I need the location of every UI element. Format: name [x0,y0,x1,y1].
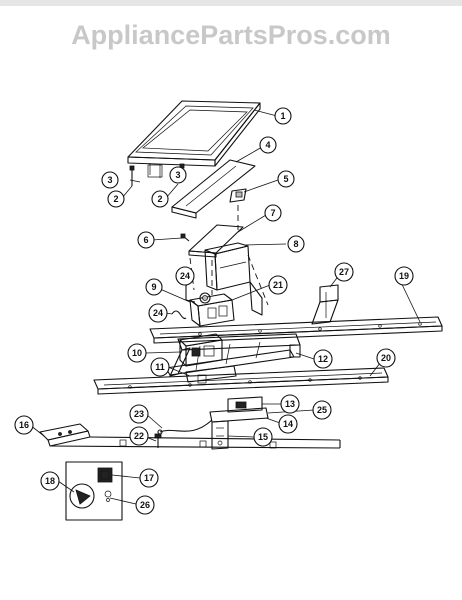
callout-4: 4 [259,136,277,154]
svg-text:4: 4 [265,140,270,150]
svg-text:17: 17 [144,473,154,483]
callout-11: 11 [150,357,170,377]
callout-25: 25 [312,400,332,420]
callout-9: 9 [145,278,163,296]
svg-text:2: 2 [113,194,118,204]
watermark-text: AppliancePartsPros.com [71,20,391,50]
svg-text:1: 1 [280,111,285,121]
callout-15: 15 [253,427,273,447]
svg-text:5: 5 [283,174,288,184]
svg-text:11: 11 [155,362,165,372]
svg-text:7: 7 [270,208,275,218]
svg-text:13: 13 [285,399,295,409]
svg-text:21: 21 [273,280,283,290]
svg-text:9: 9 [151,282,156,292]
callout-5: 5 [277,170,295,188]
svg-text:19: 19 [399,271,409,281]
callout-19: 19 [394,266,414,286]
callout-16: 16 [14,415,34,435]
svg-text:25: 25 [317,405,327,415]
svg-text:15: 15 [258,432,268,442]
callout-2b: 2 [151,190,169,208]
callout-13: 13 [280,394,300,414]
callout-3a: 3 [101,171,119,189]
part-knob-box [65,461,123,521]
svg-text:14: 14 [283,419,293,429]
svg-text:18: 18 [45,476,55,486]
callout-14: 14 [278,414,298,434]
svg-text:16: 16 [19,420,29,430]
svg-text:23: 23 [134,409,144,419]
part-lower-rail [93,367,389,395]
leader-lines [29,109,421,505]
svg-text:24: 24 [153,308,163,318]
callout-22: 22 [129,426,149,446]
callout-7: 7 [264,204,282,222]
callout-17: 17 [139,468,159,488]
callout-6: 6 [137,231,155,249]
svg-text:12: 12 [318,354,328,364]
svg-text:22: 22 [134,431,144,441]
svg-text:10: 10 [132,348,142,358]
part-upper-rail [149,316,443,344]
svg-text:3: 3 [175,170,180,180]
top-edge-strip [0,0,462,6]
svg-text:6: 6 [143,235,148,245]
svg-text:8: 8 [293,239,298,249]
callout-27: 27 [334,262,354,282]
callout-3b: 3 [169,166,187,184]
callout-1: 1 [274,107,292,125]
part-control-block [179,333,223,367]
part-relay-bracket [209,396,269,450]
alignment-lines [189,205,269,306]
part-switch-assembly [171,285,235,327]
callout-24b: 24 [148,303,168,323]
callout-18: 18 [40,471,60,491]
svg-text:24: 24 [180,271,190,281]
callout-2a: 2 [107,190,125,208]
part-side-bracket [311,284,339,325]
callout-8: 8 [287,235,305,253]
callout-21: 21 [268,275,288,295]
callout-20: 20 [376,348,396,368]
svg-text:2: 2 [157,194,162,204]
part-crossbar-frame [165,333,301,377]
callout-23: 23 [129,404,149,424]
part-duct-housing [204,242,263,316]
svg-text:3: 3 [107,175,112,185]
svg-text:27: 27 [339,267,349,277]
part-fastener-6 [180,233,190,242]
part-wire-harness [157,419,213,435]
callout-12: 12 [313,349,333,369]
svg-text:20: 20 [381,353,391,363]
callout-24a: 24 [175,266,195,286]
part-rail-bracket [171,159,256,219]
part-clip [229,188,247,203]
svg-text:26: 26 [140,500,150,510]
callout-26: 26 [135,495,155,515]
callout-10: 10 [127,343,147,363]
part-top-frame [127,100,261,178]
part-plate [188,224,244,258]
